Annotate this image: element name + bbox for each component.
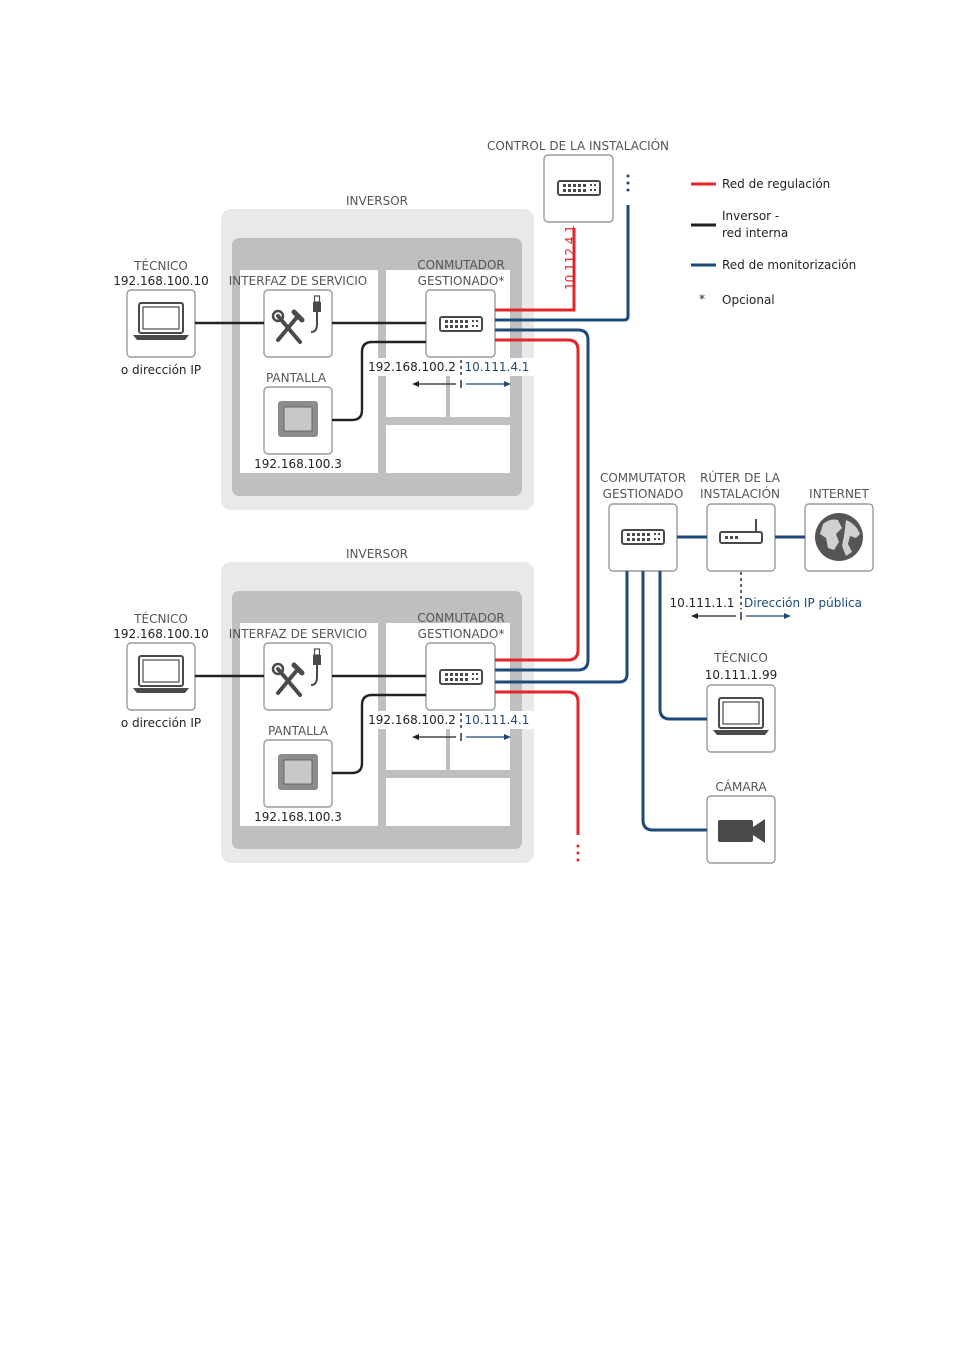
switch-external-ip: 10.111.4.1	[465, 713, 530, 727]
service-interface-label: INTERFAZ DE SERVICIO	[229, 274, 367, 288]
service-interface-label: INTERFAZ DE SERVICIO	[229, 627, 367, 641]
display-label: PANTALLA	[266, 371, 327, 385]
technician-title: TÉCNICO	[133, 611, 188, 626]
switch-icon	[557, 180, 601, 196]
switch-icon	[439, 669, 483, 685]
technician-1: TÉCNICO 192.168.100.10 o dirección IP	[113, 258, 208, 377]
switch-label-1: CONMUTADOR	[417, 611, 505, 625]
service-interface-box	[263, 642, 333, 711]
network-technician-ip: 10.111.1.99	[705, 668, 778, 682]
router-icon	[719, 519, 763, 544]
inverter-2: INVERSOR INTERFAZ DE SERVICIO PANTALLA 1…	[113, 547, 536, 863]
switch-label-1: CONMUTADOR	[417, 258, 505, 272]
technician-ip: 192.168.100.10	[113, 627, 208, 641]
switch-label-2: GESTIONADO*	[418, 627, 505, 641]
legend-regulation: Red de regulación	[722, 177, 830, 191]
legend-optional-mark: *	[699, 292, 705, 306]
display-ip: 192.168.100.3	[254, 457, 342, 471]
display-icon	[277, 400, 319, 438]
continuation-dots	[626, 174, 630, 192]
switch-label-2: GESTIONADO*	[418, 274, 505, 288]
service-interface-box	[263, 289, 333, 358]
router-label-1: RÚTER DE LA	[700, 470, 781, 485]
technician-note: o dirección IP	[121, 716, 201, 730]
router-internal-ip: 10.111.1.1	[670, 596, 735, 610]
connections	[495, 205, 805, 862]
inverter-title: INVERSOR	[346, 547, 408, 561]
network-switch-label-2: GESTIONADO	[603, 487, 684, 501]
technician-title: TÉCNICO	[133, 258, 188, 273]
internet-label: INTERNET	[809, 487, 869, 501]
plant-network: COMMUTATOR GESTIONADO RÚTER DE LA INSTAL…	[600, 470, 874, 864]
inverter-1: INVERSOR INTERFAZ DE SERVICIO PANTALLA 1…	[113, 194, 536, 510]
legend-internal-2: red interna	[722, 226, 788, 240]
router-label-2: INSTALACIÓN	[700, 486, 780, 501]
legend-internal-1: Inversor -	[722, 209, 779, 223]
display-label: PANTALLA	[268, 724, 329, 738]
legend-monitoring: Red de monitorización	[722, 258, 856, 272]
legend-optional: Opcional	[722, 293, 775, 307]
display-ip: 192.168.100.3	[254, 810, 342, 824]
network-switch-label-1: COMMUTATOR	[600, 471, 686, 485]
switch-internal-ip: 192.168.100.2	[368, 360, 456, 374]
camera-icon	[718, 819, 765, 843]
technician-2: TÉCNICO 192.168.100.10 o dirección IP	[113, 611, 208, 730]
switch-external-ip: 10.111.4.1	[465, 360, 530, 374]
switch-icon	[439, 316, 483, 332]
plant-control-title: CONTROL DE LA INSTALACIÓN	[487, 138, 669, 153]
technician-note: o dirección IP	[121, 363, 201, 377]
switch-internal-ip: 192.168.100.2	[368, 713, 456, 727]
network-technician-title: TÉCNICO	[713, 650, 768, 665]
display-icon	[277, 753, 319, 791]
technician-ip: 192.168.100.10	[113, 274, 208, 288]
router-public-ip: Dirección IP pública	[744, 596, 862, 610]
switch-icon	[621, 529, 665, 545]
globe-icon	[815, 513, 863, 561]
inverter-title: INVERSOR	[346, 194, 408, 208]
legend: Red de regulación Inversor - red interna…	[691, 177, 856, 307]
camera-label: CÁMARA	[715, 779, 767, 794]
